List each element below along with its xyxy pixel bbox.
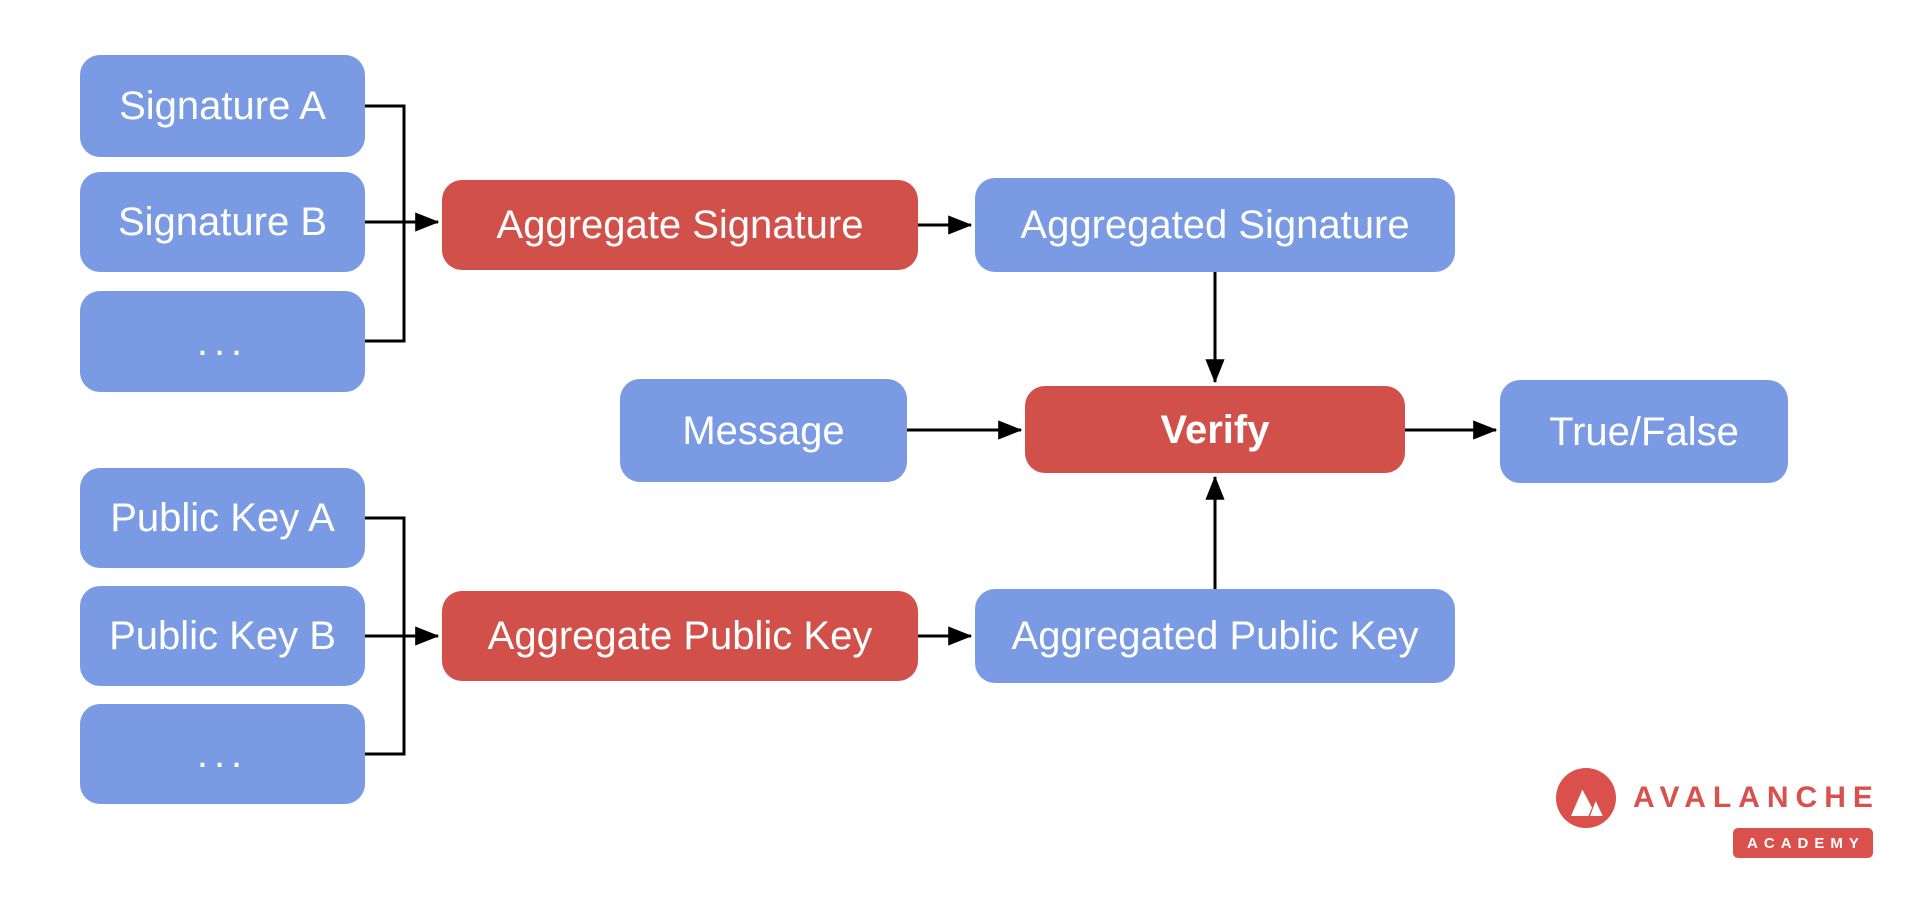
node-aggregated-signature: Aggregated Signature: [975, 178, 1455, 272]
logo-academy-badge: ACADEMY: [1733, 828, 1873, 858]
node-public-keys-more: ...: [80, 704, 365, 804]
node-public-key-b: Public Key B: [80, 586, 365, 686]
logo-brand-text: AVALANCHE: [1633, 781, 1880, 814]
node-public-key-a: Public Key A: [80, 468, 365, 568]
node-signatures-more: ...: [80, 291, 365, 392]
node-aggregate-public-key: Aggregate Public Key: [442, 591, 918, 681]
node-true-false: True/False: [1500, 380, 1788, 483]
avalanche-logo-icon: [1556, 768, 1616, 828]
node-message: Message: [620, 379, 907, 482]
node-signature-a: Signature A: [80, 55, 365, 157]
node-verify: Verify: [1025, 386, 1405, 473]
avalanche-academy-logo: AVALANCHE ACADEMY: [1556, 768, 1873, 858]
node-signature-b: Signature B: [80, 172, 365, 272]
node-aggregate-signature: Aggregate Signature: [442, 180, 918, 270]
logo-badge-text: ACADEMY: [1747, 835, 1865, 852]
node-aggregated-public-key: Aggregated Public Key: [975, 589, 1455, 683]
